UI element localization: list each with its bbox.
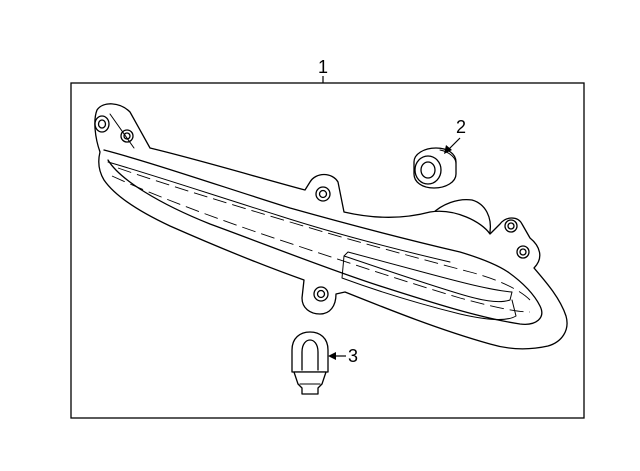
- callout-2-leader: [447, 137, 461, 151]
- callout-2[interactable]: 2: [456, 117, 466, 137]
- reflector-lamp-assembly-icon[interactable]: [94, 103, 568, 350]
- callout-2-arrowhead: [444, 145, 452, 154]
- bulb-icon[interactable]: [291, 331, 329, 395]
- callout-1[interactable]: 1: [318, 57, 328, 77]
- callout-3-arrowhead: [328, 352, 336, 360]
- grommet-icon[interactable]: [413, 147, 457, 189]
- assembly-frame: [70, 82, 585, 419]
- callout-3[interactable]: 3: [348, 346, 358, 366]
